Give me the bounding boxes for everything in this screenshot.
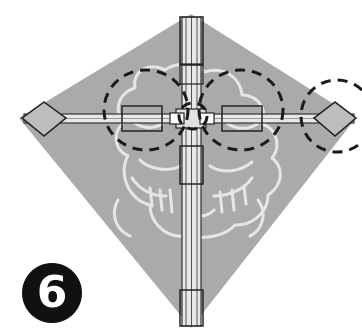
vertical-spar bbox=[182, 17, 201, 326]
step-number-badge: 6 bbox=[22, 263, 82, 323]
